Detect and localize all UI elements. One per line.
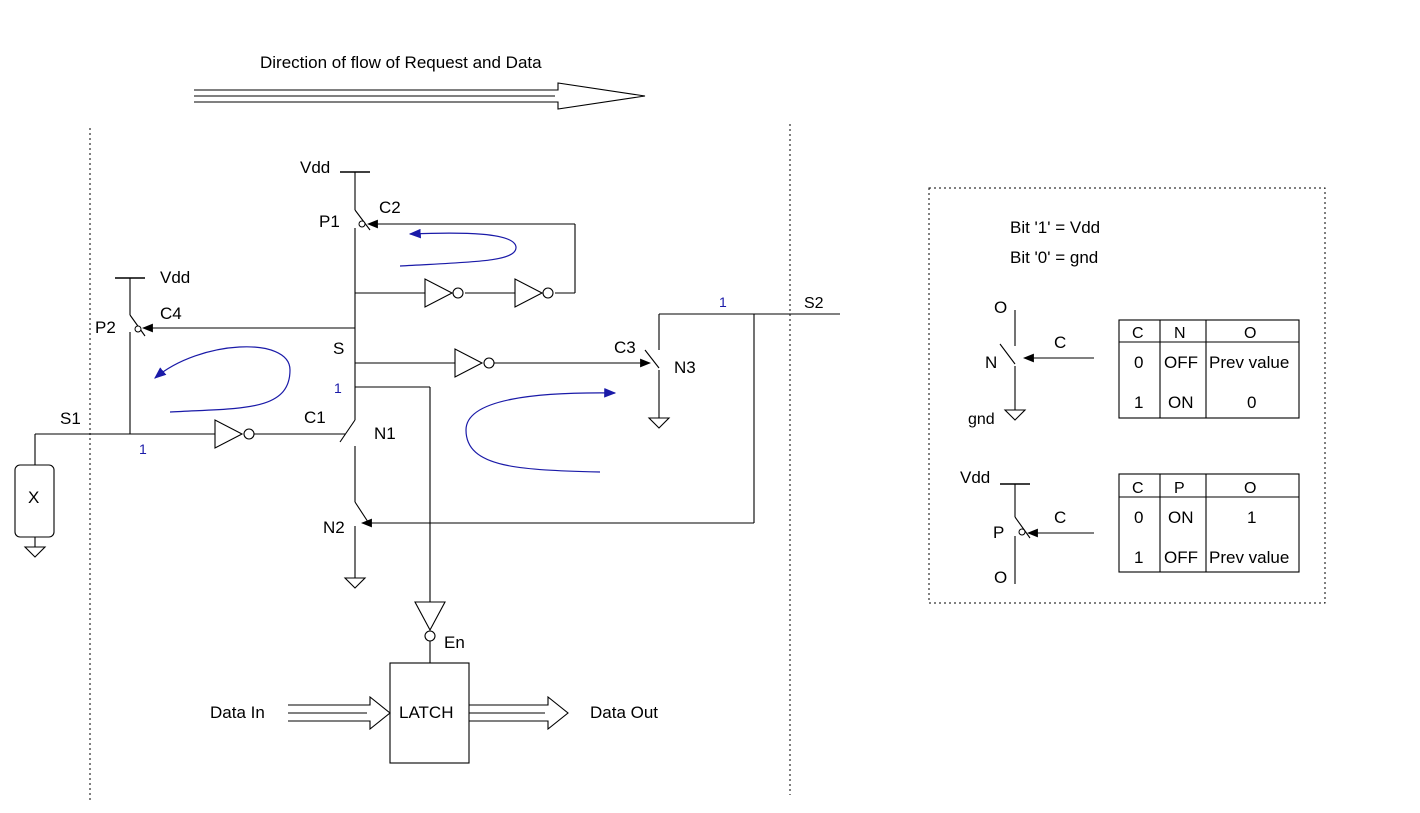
c2-feedback-loop <box>355 219 576 294</box>
c3-path <box>355 348 652 378</box>
p-table-cell: ON <box>1168 508 1194 527</box>
p1-transistor <box>340 171 371 420</box>
flow-direction-title: Direction of flow of Request and Data <box>260 53 542 72</box>
s1-label: S1 <box>60 409 81 428</box>
en-label: En <box>444 633 465 652</box>
legend-pmos-o: O <box>994 568 1007 587</box>
inverter-c2-b <box>514 278 554 308</box>
n1-label: N1 <box>374 424 396 443</box>
s1-wire <box>34 433 215 465</box>
bit-s1-label: 1 <box>139 441 147 457</box>
p-table-cell: 1 <box>1134 548 1143 567</box>
p2-transistor <box>115 277 146 434</box>
n-table-header-c: C <box>1132 325 1144 342</box>
n-table-cell: 1 <box>1134 393 1143 412</box>
inverter-c2-a <box>424 278 464 308</box>
latch-label: LATCH <box>399 703 453 722</box>
p-table-header-c: C <box>1132 480 1144 497</box>
p-table-cell: Prev value <box>1209 548 1289 567</box>
flow-direction-arrow <box>194 82 646 110</box>
n-truth-table <box>1118 319 1300 419</box>
bit-s2-label: 1 <box>719 294 727 310</box>
legend-nmos-gnd: gnd <box>968 411 995 428</box>
s-label: S <box>333 339 344 358</box>
c2-label: C2 <box>379 198 401 217</box>
x-block <box>14 464 55 558</box>
data-out-arrow <box>469 695 569 731</box>
legend-bit0: Bit '0' = gnd <box>1010 248 1098 267</box>
n-table-header-o: O <box>1244 325 1256 342</box>
n-table-cell: OFF <box>1164 353 1198 372</box>
legend-box <box>928 187 1326 604</box>
x-label: X <box>28 488 39 507</box>
vdd-p1-label: Vdd <box>300 158 330 177</box>
legend-bit1: Bit '1' = Vdd <box>1010 218 1100 237</box>
p-table-header-o: O <box>1244 480 1256 497</box>
legend-nmos-o: O <box>994 298 1007 317</box>
n2-transistor <box>343 501 371 589</box>
legend-pmos-p: P <box>993 523 1004 542</box>
n-table-cell: ON <box>1168 393 1194 412</box>
p2-label: P2 <box>95 318 116 337</box>
flow-curve-left <box>154 346 291 413</box>
p-table-cell: OFF <box>1164 548 1198 567</box>
flow-curve-top <box>399 228 517 267</box>
c4-label: C4 <box>160 304 182 323</box>
data-out-label: Data Out <box>590 703 658 722</box>
legend-pmos-c: C <box>1054 508 1066 527</box>
n-table-cell: 0 <box>1247 393 1256 412</box>
n-table-cell: 0 <box>1134 353 1143 372</box>
p-table-header-p: P <box>1174 480 1185 497</box>
c1-label: C1 <box>304 408 326 427</box>
n-table-header-n: N <box>1174 325 1186 342</box>
s2-label: S2 <box>804 295 824 312</box>
c3-label: C3 <box>614 338 636 357</box>
legend-nmos-n: N <box>985 353 997 372</box>
data-in-arrow <box>288 695 391 731</box>
p1-label: P1 <box>319 212 340 231</box>
bit-s-label: 1 <box>334 380 342 396</box>
legend-nmos-c: C <box>1054 333 1066 352</box>
n2-label: N2 <box>323 518 345 537</box>
p-table-cell: 0 <box>1134 508 1143 527</box>
p-table-cell: 1 <box>1247 508 1256 527</box>
legend-pmos-vdd: Vdd <box>960 468 990 487</box>
legend-pmos-symbol <box>1000 483 1094 584</box>
n3-transistor <box>644 313 840 429</box>
vdd-p2-label: Vdd <box>160 268 190 287</box>
enable-path <box>355 386 446 663</box>
p-truth-table <box>1118 473 1300 573</box>
s2-feedback-wire <box>360 314 755 528</box>
inverter-c1 <box>214 419 345 449</box>
data-in-label: Data In <box>210 703 265 722</box>
n1-transistor <box>339 419 356 502</box>
flow-curve-middle <box>465 388 617 473</box>
legend-nmos-symbol <box>999 310 1094 421</box>
n3-label: N3 <box>674 358 696 377</box>
n-table-cell: Prev value <box>1209 353 1289 372</box>
